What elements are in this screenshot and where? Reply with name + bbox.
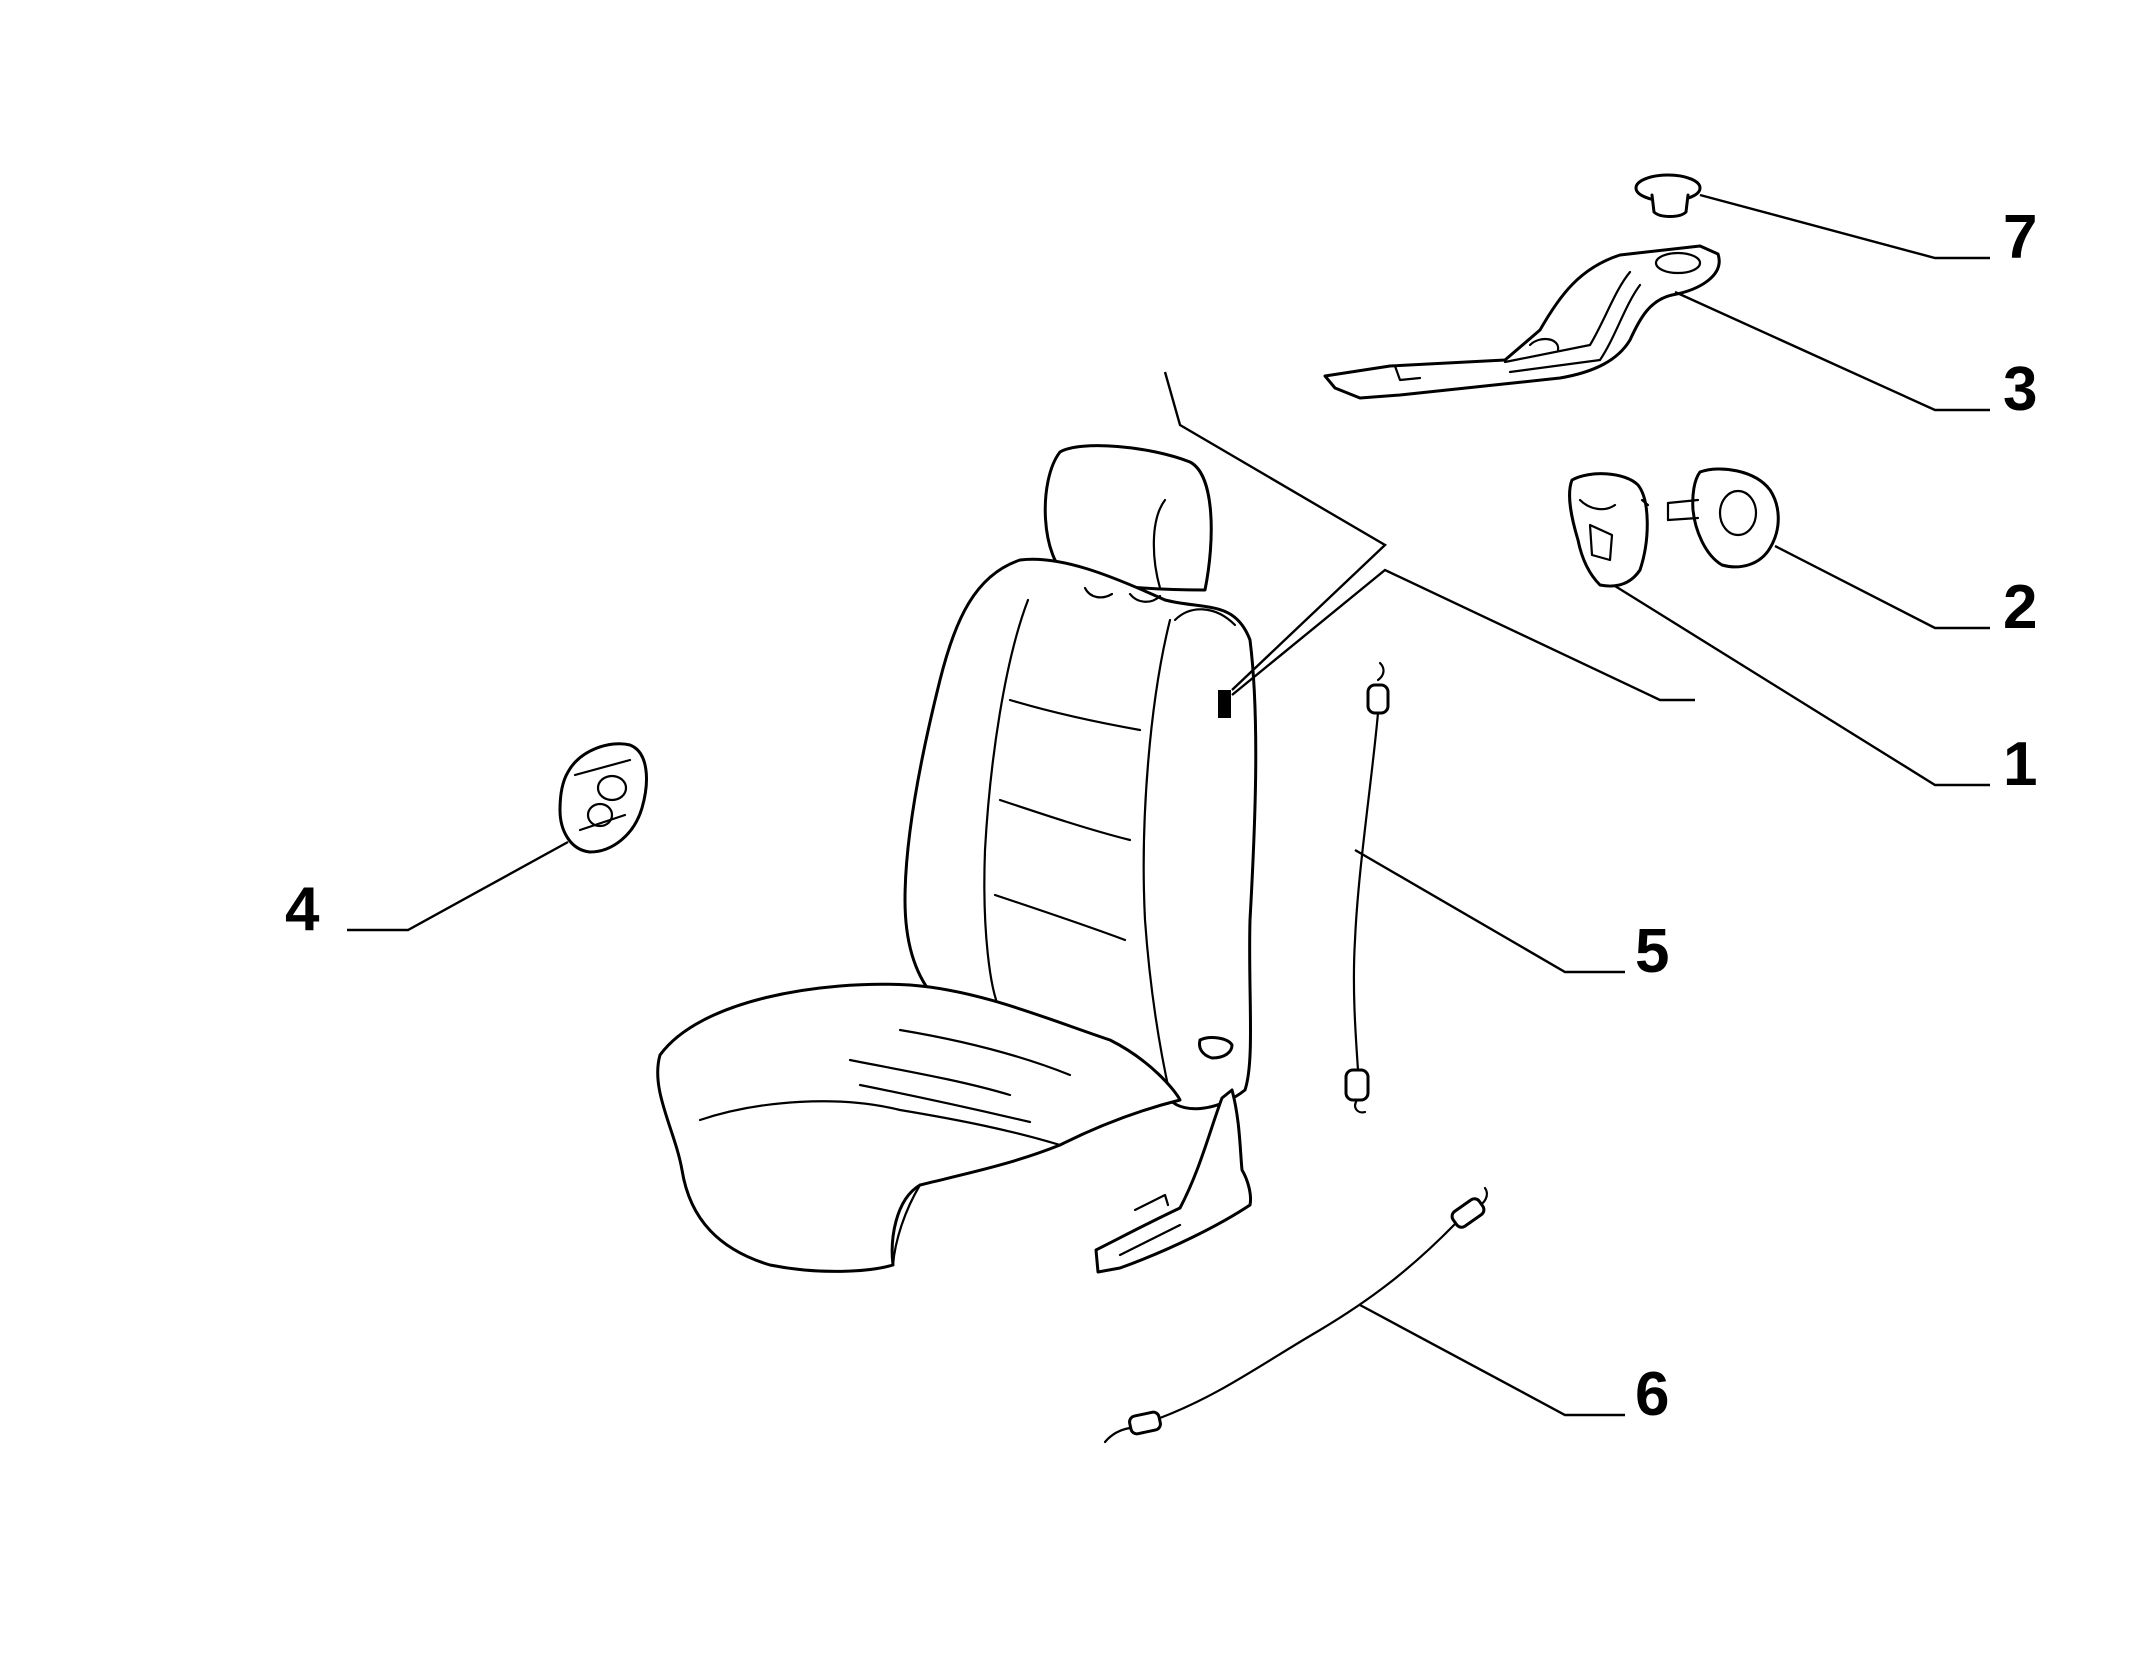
leader-3 [1674,290,1990,412]
callout-3: 3 [2003,355,2037,424]
lumbar-knob-part [558,742,648,854]
front-seat-illustration [656,444,1258,1274]
leader-1 [1614,584,1990,787]
leader-2 [1774,544,1990,630]
callout-5: 5 [1635,917,1669,986]
leader-6 [1359,1303,1625,1417]
callout-7: 7 [2003,203,2037,272]
recliner-handwheel-part [1666,467,1780,569]
callout-6: 6 [1635,1360,1669,1429]
support-bracket-part [1323,244,1721,400]
leader-7 [1699,193,1990,260]
callout-4: 4 [285,875,320,944]
leader-lines [347,193,1990,1417]
leader-5 [1354,848,1625,974]
leader-4 [347,840,569,932]
callout-2: 2 [2003,573,2037,642]
push-clip-part [1634,173,1702,218]
callout-1: 1 [2003,730,2037,799]
reference-lines [1163,371,1695,702]
marker-tab [1218,690,1231,718]
backrest-cable-part [1344,661,1390,1114]
callout-labels: 7 3 2 1 4 5 6 [285,203,2037,1429]
seat-cable-part [1103,1186,1488,1444]
seat-adjust-knob-part [1568,472,1650,588]
